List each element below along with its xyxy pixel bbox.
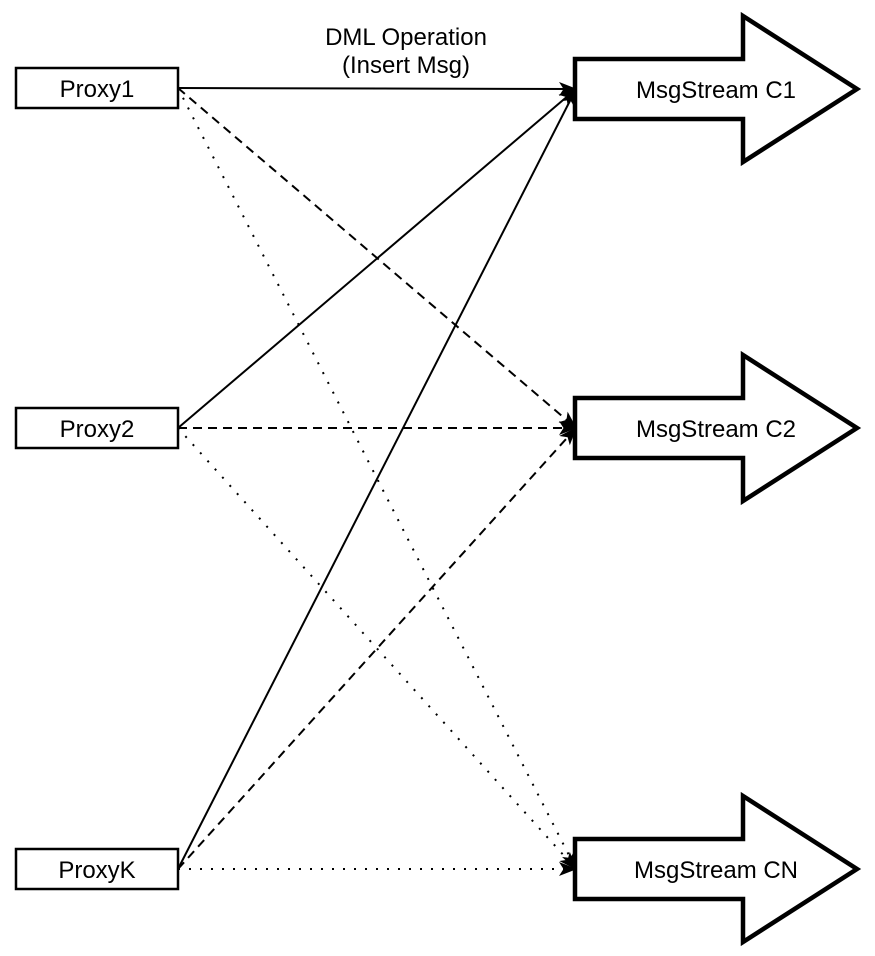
connection-proxy2-cn [177,427,577,870]
node-proxy2: Proxy2 [14,406,180,450]
connection-proxy1-c1 [177,81,577,96]
edge-label-line2: (Insert Msg) [342,52,470,79]
msgstream-c1-label: MsgStream C1 [636,77,796,104]
connection-proxyk-c2 [177,427,577,870]
proxy1-box [14,66,180,110]
msgstream-cn-arrow-shape [572,791,862,947]
edge-label-line1: DML Operation [325,24,487,51]
msgstream-c2-arrow-shape [572,350,862,506]
msgstream-c2-label: MsgStream C2 [636,416,796,443]
proxyk-label: ProxyK [58,857,135,884]
connection-proxyk-c1 [177,88,577,870]
connections-layer [177,81,577,876]
proxy1-label: Proxy1 [60,76,135,103]
proxy2-label: Proxy2 [60,416,135,443]
proxyk-box [14,847,180,891]
node-msgstream-cn: MsgStream CN [572,791,862,947]
node-proxyk: ProxyK [14,847,180,891]
node-msgstream-c2: MsgStream C2 [572,350,862,506]
msgstream-c1-arrow-shape [572,11,862,167]
msgstream-cn-label: MsgStream CN [634,857,798,884]
connection-proxy1-c2 [177,87,577,429]
proxy2-box [14,406,180,450]
node-msgstream-c1: MsgStream C1 [572,11,862,167]
node-proxy1: Proxy1 [14,66,180,110]
